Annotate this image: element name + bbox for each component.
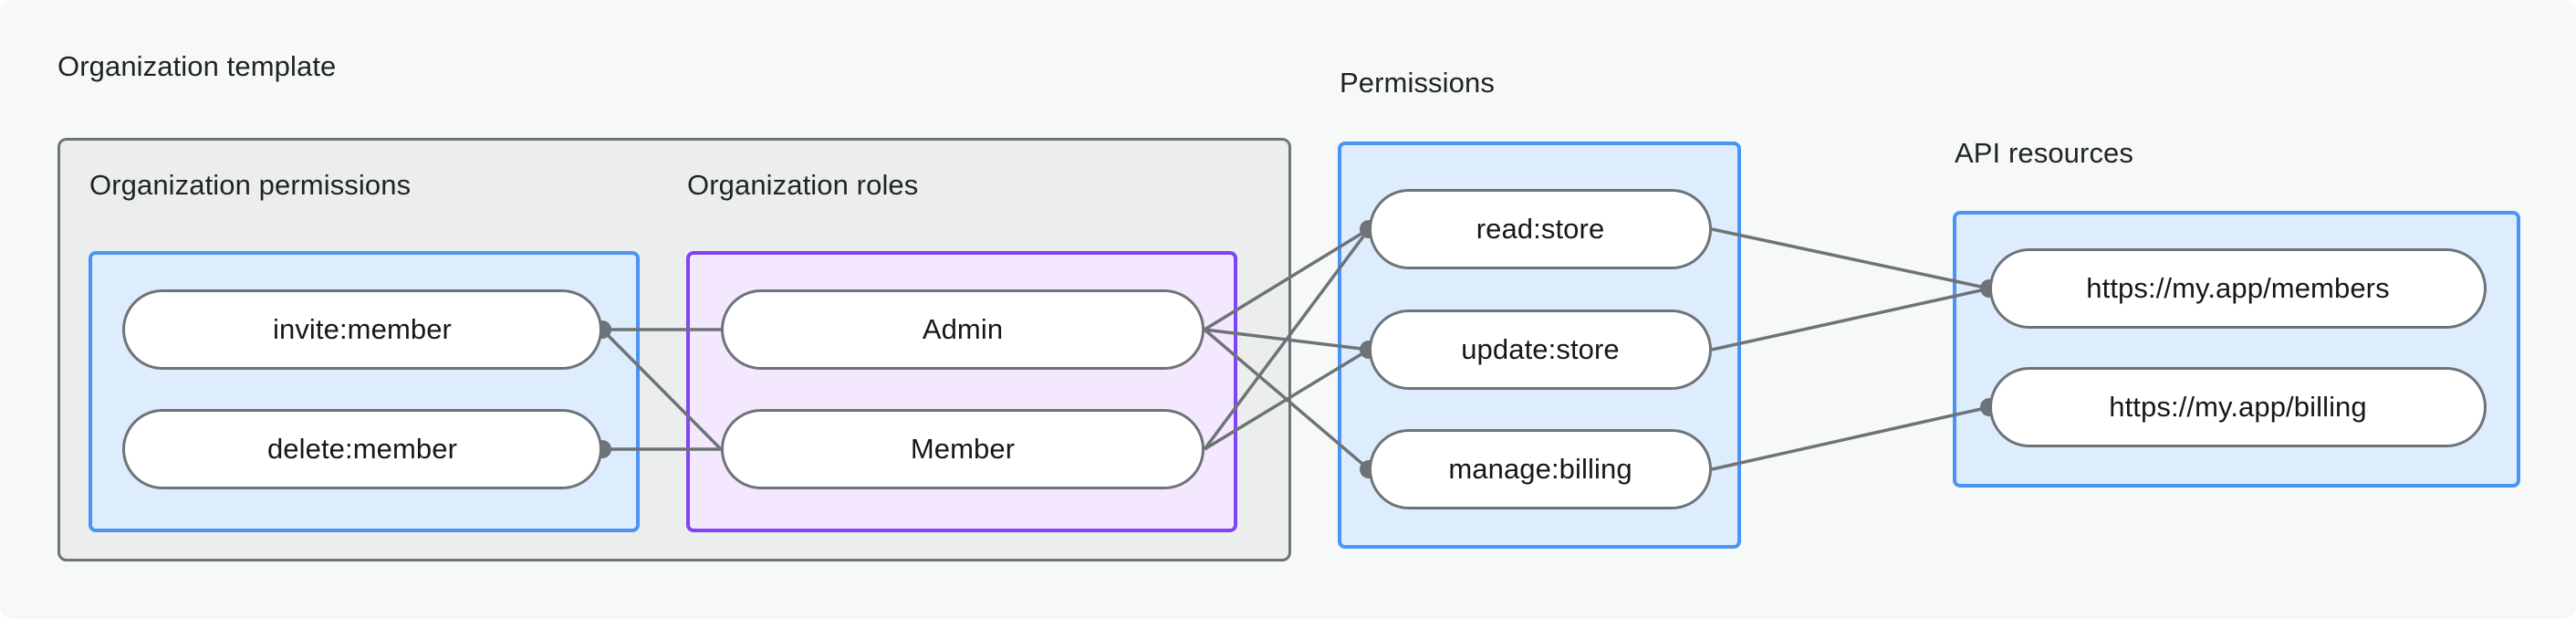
- edge-manage-billing-billing: [1711, 405, 1990, 471]
- node-read-store[interactable]: read:store: [1369, 189, 1712, 269]
- node-manage-billing[interactable]: manage:billing: [1369, 429, 1712, 509]
- node-delete-member[interactable]: delete:member: [122, 409, 602, 489]
- node-update-store[interactable]: update:store: [1369, 310, 1712, 390]
- node-admin[interactable]: Admin: [721, 289, 1205, 370]
- subgroup-title-organization-permissions: Organization permissions: [89, 169, 412, 201]
- edge-update-store-members: [1711, 287, 1990, 351]
- node-members-resource[interactable]: https://my.app/members: [1989, 248, 2487, 329]
- group-title-organization-template: Organization template: [57, 50, 337, 82]
- edge-read-store-members: [1711, 227, 1990, 290]
- node-invite-member[interactable]: invite:member: [122, 289, 602, 370]
- group-title-api-resources: API resources: [1955, 137, 2133, 169]
- group-title-permissions: Permissions: [1340, 67, 1495, 99]
- node-billing-resource[interactable]: https://my.app/billing: [1989, 367, 2487, 447]
- subgroup-title-organization-roles: Organization roles: [687, 169, 919, 201]
- node-member[interactable]: Member: [721, 409, 1205, 489]
